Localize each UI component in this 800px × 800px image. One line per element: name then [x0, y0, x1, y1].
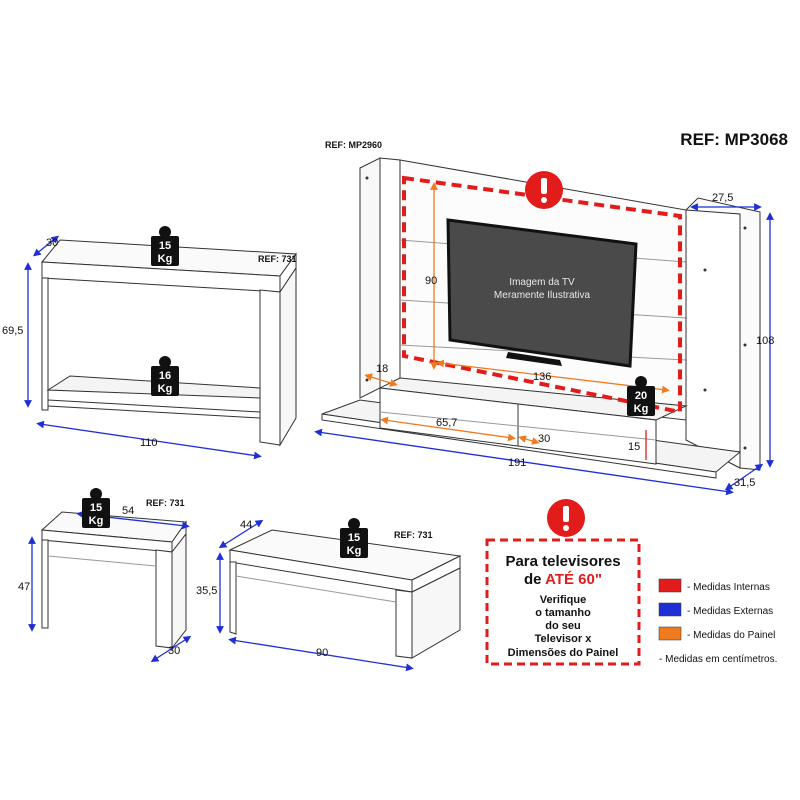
svg-text:90: 90 — [425, 275, 437, 287]
legend-label-internal: - Medidas Internas — [687, 582, 770, 593]
legend-footnote: - Medidas em centímetros. — [659, 654, 777, 665]
svg-text:110: 110 — [140, 437, 158, 449]
svg-text:136: 136 — [533, 371, 551, 383]
legend-label-panel: - Medidas do Painel — [687, 630, 775, 641]
legend-swatch-external — [658, 602, 682, 617]
svg-text:Kg: Kg — [158, 383, 173, 395]
desk-reference: REF: 731 — [146, 498, 185, 508]
coffee-weight-icon: 15 Kg — [340, 518, 368, 558]
svg-text:30: 30 — [46, 237, 58, 249]
svg-text:Meramente Ilustrativa: Meramente Ilustrativa — [494, 290, 591, 301]
svg-text:Kg: Kg — [158, 253, 173, 265]
notice-box — [485, 538, 641, 666]
svg-text:20: 20 — [635, 390, 647, 402]
console-table — [40, 239, 297, 447]
panel-alert-icon — [525, 171, 563, 209]
console-height-dim: 69,5 — [2, 262, 32, 408]
svg-text:35,5: 35,5 — [196, 585, 217, 597]
svg-text:Kg: Kg — [347, 545, 362, 557]
svg-text:31,5: 31,5 — [734, 477, 755, 489]
coffee-reference: REF: 731 — [394, 530, 433, 540]
notice-title: Para televisores — [505, 553, 620, 570]
notice-alert-icon — [547, 499, 585, 537]
svg-text:30: 30 — [168, 645, 180, 657]
console-depth-dim: 30 — [32, 235, 60, 257]
svg-text:Verifique: Verifique — [540, 594, 586, 606]
svg-text:15: 15 — [90, 502, 102, 514]
svg-text:54: 54 — [122, 505, 134, 517]
svg-text:do seu: do seu — [545, 620, 580, 632]
panel-inner-height-dim: 90 — [425, 182, 438, 370]
svg-text:16: 16 — [159, 370, 171, 382]
svg-text:Imagem da TV: Imagem da TV — [509, 277, 575, 288]
legend-swatch-internal — [658, 578, 682, 593]
desk-depth-dim: 30 — [150, 635, 192, 663]
svg-text:44: 44 — [240, 519, 252, 531]
console-shelf-weight-icon: 16 Kg — [151, 356, 179, 396]
panel-inner-width-dim: 136 — [436, 359, 670, 394]
console-top-weight-icon: 15 Kg — [151, 226, 179, 266]
svg-text:18: 18 — [376, 363, 388, 375]
console-reference: REF: 731 — [258, 254, 297, 264]
svg-text:108: 108 — [756, 335, 774, 347]
svg-text:191: 191 — [508, 457, 526, 469]
svg-text:65,7: 65,7 — [436, 417, 457, 429]
desk-weight-icon: 15 Kg — [82, 488, 110, 528]
svg-text:15: 15 — [348, 532, 360, 544]
svg-text:47: 47 — [18, 581, 30, 593]
notice-limit: de ATÉ 60" — [524, 571, 602, 588]
svg-text:o tamanho: o tamanho — [535, 607, 591, 619]
rack-depth-dim: 31,5 — [724, 463, 764, 491]
legend-label-external: - Medidas Externas — [687, 606, 773, 617]
svg-text:Televisor x: Televisor x — [535, 633, 593, 645]
svg-text:69,5: 69,5 — [2, 325, 23, 337]
legend-swatch-panel — [658, 626, 682, 641]
desk-height-dim: 47 — [18, 536, 36, 632]
svg-text:27,5: 27,5 — [712, 192, 733, 204]
desk — [40, 511, 187, 650]
svg-text:90: 90 — [316, 647, 328, 659]
svg-text:15: 15 — [159, 240, 171, 252]
main-reference: REF: MP3068 — [680, 130, 788, 149]
svg-text:15: 15 — [628, 441, 640, 453]
panel-reference: REF: MP2960 — [325, 140, 382, 150]
coffee-height-dim: 35,5 — [196, 552, 224, 634]
coffee-depth-dim: 44 — [218, 519, 264, 549]
svg-text:Dimensões do Painel: Dimensões do Painel — [508, 647, 619, 659]
coffee-width-dim: 90 — [228, 636, 414, 672]
rack-weight-icon: 20 Kg — [627, 376, 655, 416]
svg-text:Kg: Kg — [634, 403, 649, 415]
internal-area-outline — [402, 175, 682, 415]
panel-height-dim: 108 — [756, 212, 774, 468]
svg-text:Kg: Kg — [89, 515, 104, 527]
tv-illustration: Imagem da TV Meramente Ilustrativa — [446, 218, 638, 368]
rack-width-dim: 191 — [314, 428, 734, 496]
panel-depth-dim: 27,5 — [690, 192, 762, 211]
panel-side-dim: 18 — [364, 363, 398, 387]
console-width-dim: 110 — [36, 420, 262, 460]
svg-text:30: 30 — [538, 433, 550, 445]
legend: - Medidas Internas - Medidas Externas - … — [658, 578, 777, 665]
